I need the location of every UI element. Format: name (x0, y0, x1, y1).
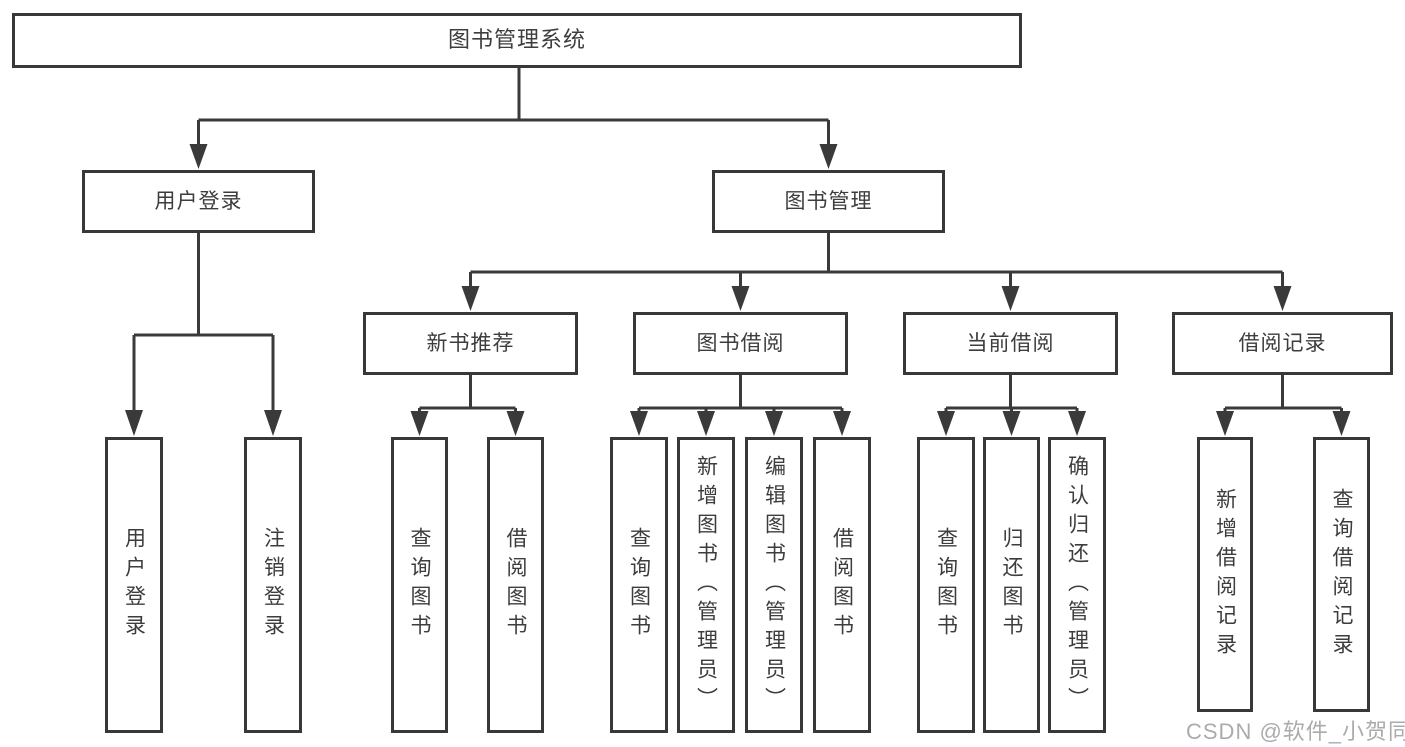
leaf-query-borrow-record: 查询借阅记录 (1313, 437, 1370, 712)
connector-line (469, 233, 1284, 288)
arrowhead (1332, 411, 1351, 436)
arrowhead (1273, 286, 1292, 311)
arrowhead (833, 411, 851, 436)
leaf-query-books-recommend: 查询图书 (391, 437, 448, 733)
arrowhead (506, 411, 525, 436)
connector-line (197, 68, 830, 146)
leaf-borrow-books: 借阅图书 (813, 437, 871, 733)
arrowhead (765, 411, 783, 436)
connector-line (1223, 375, 1343, 412)
csdn-watermark: CSDN @软件_小贺同学 (1186, 719, 1405, 744)
connector-line (637, 375, 844, 412)
leaf-add-borrow-record: 新增借阅记录 (1197, 437, 1253, 712)
leaf-add-books-admin: 新增图书（管理员） (677, 437, 735, 733)
arrowhead (937, 411, 955, 436)
arrowhead (1001, 286, 1020, 311)
connector-book-mgmt-to-level3 (461, 233, 1292, 311)
connector-current-borrow-children (937, 375, 1086, 436)
leaf-confirm-return-admin: 确认归还（管理员） (1048, 437, 1106, 733)
arrowhead (125, 410, 143, 436)
leaf-user-login: 用户登录 (105, 437, 163, 733)
arrowhead (630, 411, 648, 436)
node-borrow-record: 借阅记录 (1172, 312, 1393, 375)
connector-line (944, 375, 1079, 412)
node-library-system: 图书管理系统 (12, 13, 1022, 68)
connector-line (418, 375, 517, 412)
arrowhead (264, 410, 282, 436)
node-book-borrow: 图书借阅 (633, 312, 848, 375)
arrowhead (1068, 411, 1086, 436)
arrowhead (697, 411, 715, 436)
node-user-login: 用户登录 (82, 170, 315, 233)
leaf-edit-books-admin: 编辑图书（管理员） (745, 437, 803, 733)
leaf-query-books-borrow: 查询图书 (610, 437, 668, 733)
node-new-book-recommend: 新书推荐 (363, 312, 578, 375)
connector-borrow-record-children (1216, 375, 1351, 436)
connector-book-borrow-children (630, 375, 851, 436)
connector-user-login-children (125, 233, 282, 436)
arrowhead (1002, 411, 1021, 436)
arrowhead (1216, 411, 1234, 436)
arrowhead (819, 144, 838, 169)
connector-root-to-level2 (189, 68, 838, 169)
node-book-management: 图书管理 (712, 170, 945, 233)
leaf-query-books-current: 查询图书 (917, 437, 975, 733)
leaf-logout: 注销登录 (244, 437, 302, 733)
arrowhead (461, 286, 480, 311)
arrowhead (410, 411, 429, 436)
arrowhead (731, 286, 750, 311)
node-current-borrow: 当前借阅 (903, 312, 1118, 375)
leaf-borrow-books-recommend: 借阅图书 (487, 437, 544, 733)
arrowhead (189, 144, 208, 169)
connector-new-book-children (410, 375, 525, 436)
connector-line (132, 233, 275, 412)
leaf-return-books: 归还图书 (983, 437, 1040, 733)
